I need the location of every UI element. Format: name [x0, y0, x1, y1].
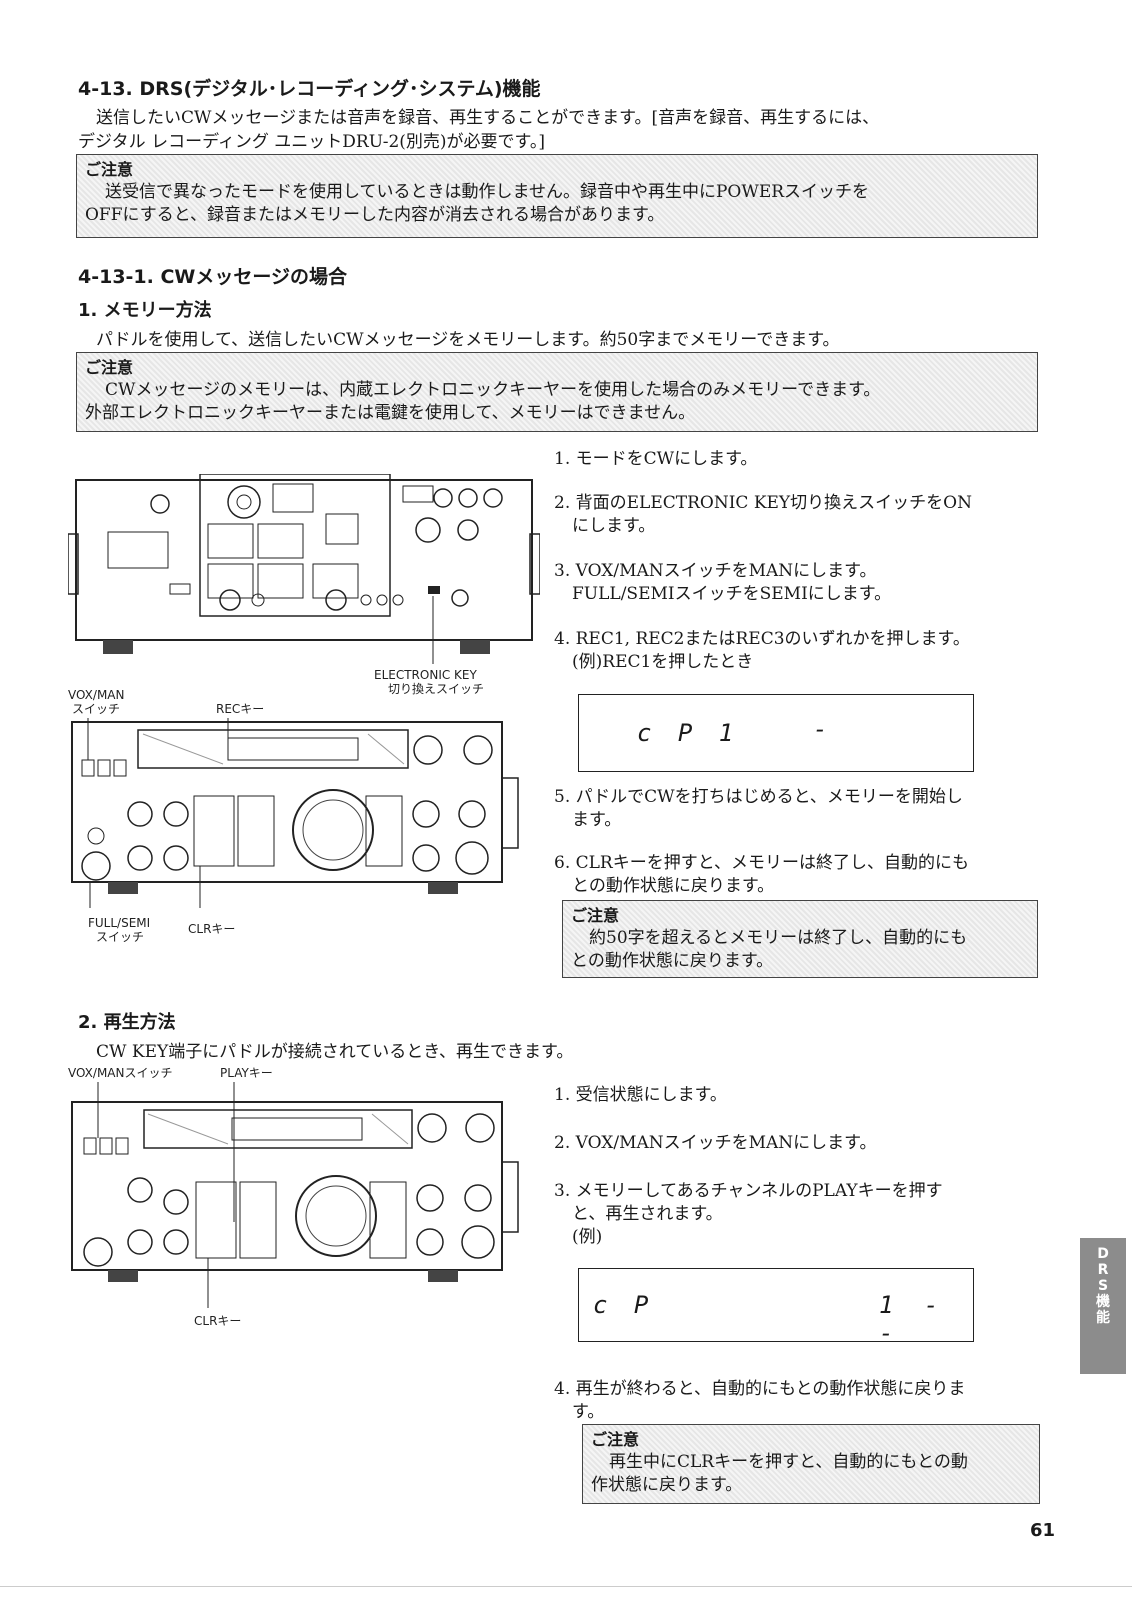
caution-title: ご注意: [85, 358, 134, 377]
front-panel-illustration-2: [71, 1082, 519, 1308]
caution-box-memory: ご注意 CWメッセージのメモリーは、内蔵エレクトロニックキーヤーを使用した場合の…: [76, 352, 1038, 432]
caution-box-section: ご注意 送受信で異なったモードを使用しているときは動作しません。録音中や再生中に…: [76, 154, 1038, 238]
label-electronic-key-switch: 切り換えスイッチ: [388, 682, 485, 696]
lcd-right-text: -: [813, 715, 828, 743]
label-play-key: PLAYキー: [220, 1066, 273, 1080]
playback-step-1: 1. 受信状態にします。: [554, 1085, 727, 1105]
label-vox-man-switch-2: VOX/MANスイッチ: [68, 1066, 173, 1080]
section-title: 4-13. DRS(デジタル･レコーディング･システム)機能: [78, 78, 541, 100]
page-number: 61: [1030, 1520, 1056, 1541]
playback-step-2: 2. VOX/MANスイッチをMANにします。: [554, 1133, 877, 1153]
lcd-left-text: c P 1: [637, 719, 740, 747]
subsection-title: 4-13-1. CWメッセージの場合: [78, 266, 348, 288]
playback-intro: CW KEY端子にパドルが接続されているとき、再生できます。: [96, 1042, 574, 1062]
label-clr-key-2: CLRキー: [194, 1314, 242, 1328]
lcd-display-memory: c P 1 -: [578, 694, 974, 772]
playback-step-3: 3. メモリーしてあるチャンネルのPLAYキーを押す と、再生されます。 (例): [554, 1181, 943, 1247]
caution-line: OFFにすると、録音またはメモリーした内容が消去される場合があります。: [85, 205, 665, 225]
memory-intro: パドルを使用して、送信したいCWメッセージをメモリーします。約50字までメモリー…: [96, 330, 840, 350]
section-intro-line2: デジタル レコーディング ユニットDRU-2(別売)が必要です。]: [78, 132, 545, 152]
caution-line: 再生中にCLRキーを押すと、自動的にもとの動: [609, 1452, 968, 1472]
label-vox-man: VOX/MAN: [68, 688, 125, 702]
lcd-display-playback: c P 1 - -: [578, 1268, 974, 1347]
bottom-divider: [0, 1586, 1132, 1587]
memory-step-5: 5. パドルでCWを打ちはじめると、メモリーを開始し ます。: [554, 787, 963, 830]
label-rec-key: RECキー: [216, 702, 265, 716]
caution-title: ご注意: [571, 906, 620, 925]
memory-step-1: 1. モードをCWにします。: [554, 449, 758, 469]
caution-line: 約50字を超えるとメモリーは終了し、自動的にも: [589, 928, 968, 948]
caution-line: 外部エレクトロニックキーヤーまたは電鍵を使用して、メモリーはできません。: [85, 403, 696, 423]
lcd-right-text: 1 - -: [879, 1291, 947, 1347]
caution-line: 送受信で異なったモードを使用しているときは動作しません。録音中や再生中にPOWE…: [105, 182, 870, 202]
caution-line: との動作状態に戻ります。: [571, 951, 774, 971]
memory-step-3: 3. VOX/MANスイッチをMANにします。 FULL/SEMIスイッチをSE…: [554, 561, 892, 604]
label-electronic-key: ELECTRONIC KEY: [374, 668, 477, 682]
label-clr-key: CLRキー: [188, 922, 236, 936]
caution-box-playback: ご注意 再生中にCLRキーを押すと、自動的にもとの動 作状態に戻ります。: [582, 1424, 1040, 1504]
label-full-semi-switch: スイッチ: [96, 930, 145, 944]
side-tab-drs: D R S 機 能: [1080, 1238, 1126, 1374]
memory-title: 1. メモリー方法: [78, 300, 212, 321]
memory-step-2: 2. 背面のELECTRONIC KEY切り換えスイッチをON にします。: [554, 493, 972, 536]
playback-title: 2. 再生方法: [78, 1012, 176, 1033]
lcd-left-text: c P: [593, 1291, 655, 1319]
memory-step-4: 4. REC1, REC2またはREC3のいずれかを押します。 (例)REC1を…: [554, 629, 970, 672]
caution-line: CWメッセージのメモリーは、内蔵エレクトロニックキーヤーを使用した場合のみメモリ…: [105, 380, 881, 400]
playback-step-4: 4. 再生が終わると、自動的にもとの動作状態に戻りま す。: [554, 1379, 966, 1422]
memory-step-6: 6. CLRキーを押すと、メモリーは終了し、自動的にも との動作状態に戻ります。: [554, 853, 970, 896]
front-panel-illustration: [71, 718, 519, 908]
caution-title: ご注意: [591, 1430, 640, 1449]
section-intro-line1: 送信したいCWメッセージまたは音声を録音、再生することができます。[音声を録音、…: [96, 108, 880, 128]
caution-title: ご注意: [85, 160, 134, 179]
caution-box-memory-limit: ご注意 約50字を超えるとメモリーは終了し、自動的にも との動作状態に戻ります。: [562, 900, 1038, 978]
label-full-semi: FULL/SEMI: [88, 916, 151, 930]
rear-panel-illustration: [68, 474, 540, 664]
label-vox-man-switch: スイッチ: [72, 702, 121, 716]
caution-line: 作状態に戻ります。: [591, 1475, 743, 1495]
